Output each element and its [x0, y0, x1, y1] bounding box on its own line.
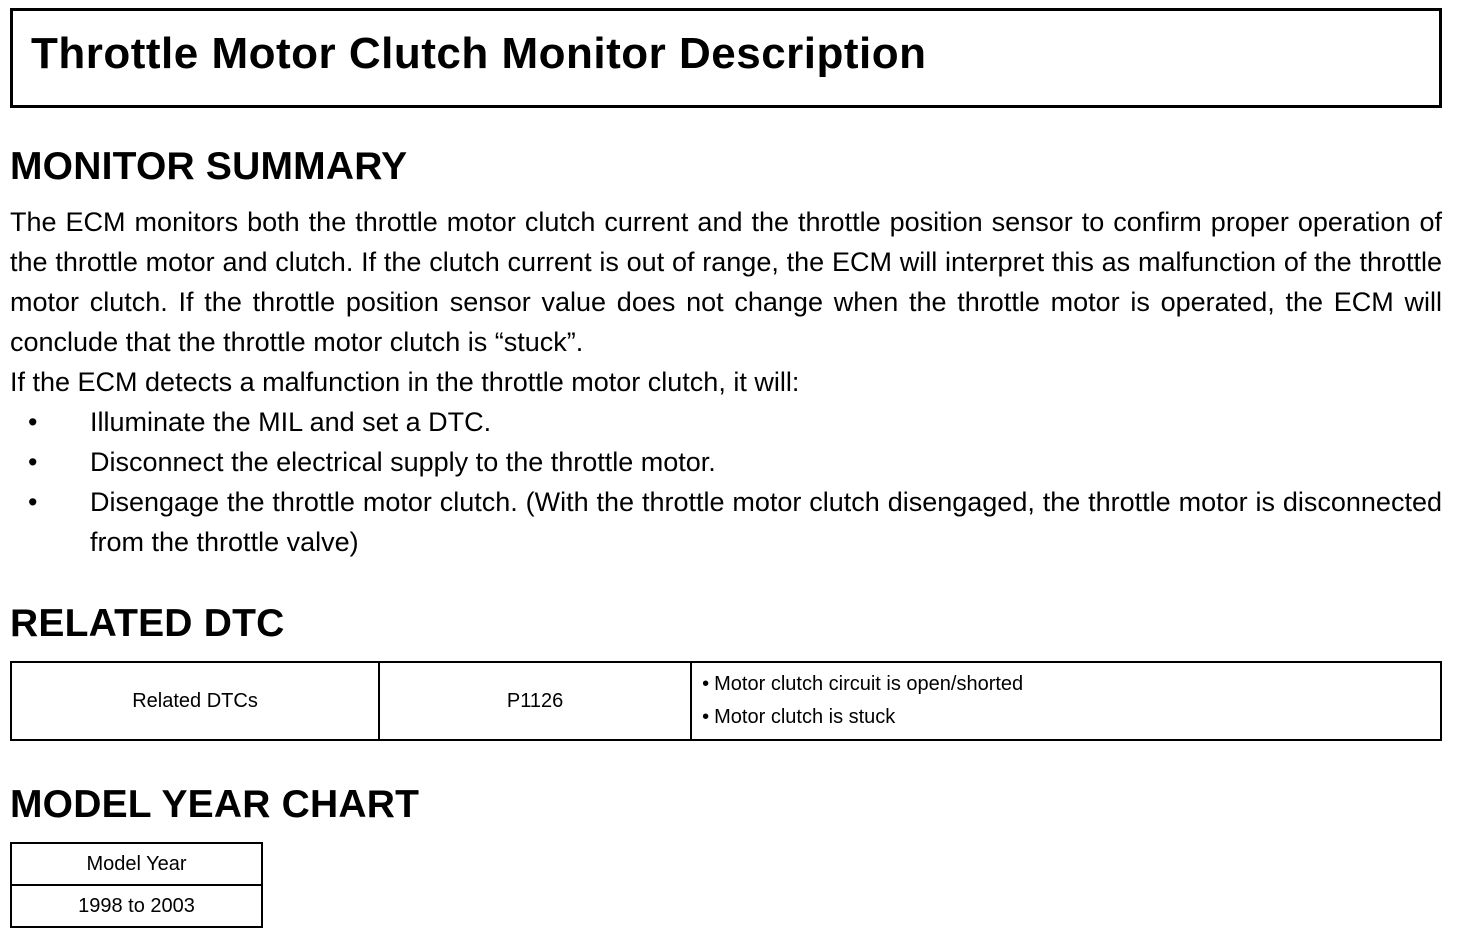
condition-item: Motor clutch is stuck — [702, 701, 1430, 734]
list-item: Illuminate the MIL and set a DTC. — [10, 402, 1442, 442]
model-year-chart-heading: MODEL YEAR CHART — [10, 783, 420, 826]
dtc-conditions-cell: Motor clutch circuit is open/shorted Mot… — [690, 661, 1442, 741]
list-item: Disconnect the electrical supply to the … — [10, 442, 1442, 482]
related-dtc-table: Related DTCs P1126 Motor clutch circuit … — [9, 661, 1442, 741]
related-dtc-heading: RELATED DTC — [10, 602, 285, 645]
table-row: 1998 to 2003 — [10, 884, 263, 928]
document-title: Throttle Motor Clutch Monitor Descriptio… — [31, 29, 927, 78]
table-row: Model Year — [10, 842, 263, 886]
monitor-summary-heading: MONITOR SUMMARY — [10, 145, 408, 188]
dtc-code-cell: P1126 — [378, 661, 693, 741]
related-dtcs-label-cell: Related DTCs — [9, 661, 381, 741]
model-year-header-cell: Model Year — [10, 842, 263, 886]
monitor-summary-paragraph: The ECM monitors both the throttle motor… — [10, 207, 1442, 357]
table-row: Related DTCs P1126 Motor clutch circuit … — [9, 661, 1442, 741]
list-item: Disengage the throttle motor clutch. (Wi… — [10, 482, 1442, 562]
model-year-table: Model Year 1998 to 2003 — [10, 842, 263, 928]
malfunction-actions-list: Illuminate the MIL and set a DTC. Discon… — [10, 402, 1442, 562]
model-year-value-cell: 1998 to 2003 — [10, 884, 263, 928]
monitor-summary-intro: If the ECM detects a malfunction in the … — [10, 367, 800, 397]
document-title-box: Throttle Motor Clutch Monitor Descriptio… — [10, 8, 1442, 108]
condition-item: Motor clutch circuit is open/shorted — [702, 668, 1430, 701]
